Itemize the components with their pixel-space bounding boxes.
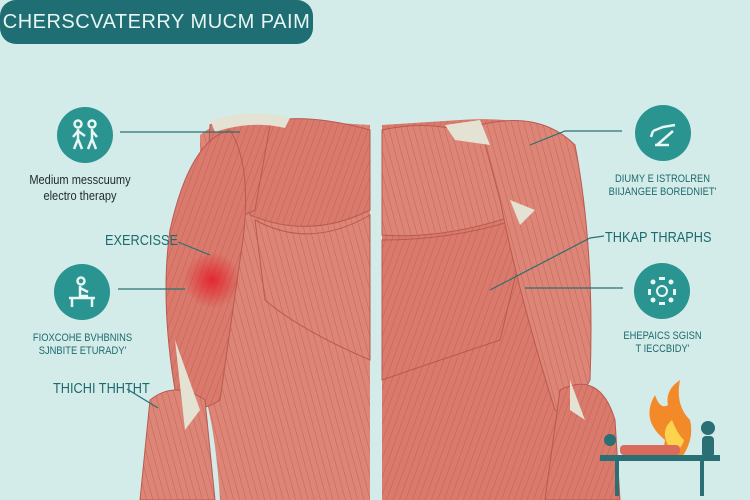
left-bottom-label: THICHI THHTHT [53, 380, 150, 397]
page-title: CHERSCVATERRY MUCM PAIM [0, 0, 313, 44]
heat-therapy-illustration [600, 380, 720, 496]
left-torso [139, 113, 371, 500]
right-torso [381, 119, 621, 500]
exercise-bench-icon [54, 264, 110, 320]
pointer-lines [118, 130, 623, 409]
pain-spot [184, 252, 240, 308]
right-mid-label: THKAP THRAPHS [605, 229, 712, 246]
therapy-symbol-icon [634, 263, 690, 319]
exercise-label: EXERCISSE [105, 232, 178, 249]
people-icon [57, 107, 113, 163]
massage-icon [635, 105, 691, 161]
